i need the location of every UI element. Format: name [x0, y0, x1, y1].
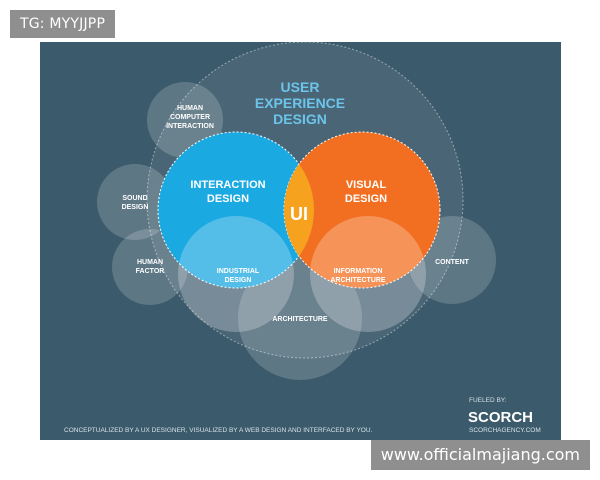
- industrial-design-circle: [178, 216, 294, 332]
- watermark-label: www.officialmajiang.com: [370, 440, 590, 470]
- info-arch-label-2: ARCHITECTURE: [330, 277, 386, 284]
- sound-label-1: SOUND: [122, 195, 147, 202]
- visual-label-2: DESIGN: [345, 193, 387, 205]
- ux-title-line-3: DESIGN: [273, 111, 327, 127]
- ux-title-line-1: USER: [281, 79, 320, 95]
- architecture-label: ARCHITECTURE: [272, 316, 328, 323]
- footer-caption: CONCEPTUALIZED BY A UX DESIGNER, VISUALI…: [64, 427, 373, 434]
- ux-title-line-2: EXPERIENCE: [255, 95, 345, 111]
- industrial-label-1: INDUSTRIAL: [217, 268, 260, 275]
- architecture-circle: [238, 256, 362, 380]
- industrial-label-2: DESIGN: [225, 277, 252, 284]
- interaction-label-1: INTERACTION: [190, 179, 265, 191]
- hci-label-1: HUMAN: [177, 105, 203, 112]
- sound-label-2: DESIGN: [122, 204, 149, 211]
- sound-design-circle: [97, 164, 173, 240]
- interaction-label-2: DESIGN: [207, 193, 249, 205]
- fueled-by-label: FUELED BY:: [469, 397, 507, 404]
- ux-diagram-panel: USER EXPERIENCE DESIGN HUMAN COMPUTER IN…: [40, 42, 561, 440]
- ux-venn-diagram: USER EXPERIENCE DESIGN HUMAN COMPUTER IN…: [64, 42, 541, 434]
- visual-label-1: VISUAL: [346, 179, 387, 191]
- content-label: CONTENT: [435, 259, 470, 266]
- info-arch-label-1: INFORMATION: [334, 268, 383, 275]
- information-architecture-circle: [310, 216, 426, 332]
- human-factor-label-1: HUMAN: [137, 259, 163, 266]
- hci-label-2: COMPUTER: [170, 114, 210, 121]
- scorch-logo: SCORCH: [468, 409, 533, 426]
- scorch-url: SCORCHAGENCY.COM: [469, 427, 541, 434]
- ui-label: UI: [290, 204, 308, 224]
- human-factor-label-2: FACTOR: [136, 268, 165, 275]
- hci-label-3: INTERACTION: [166, 123, 214, 130]
- tag-label: TG: MYYJJPP: [10, 10, 116, 38]
